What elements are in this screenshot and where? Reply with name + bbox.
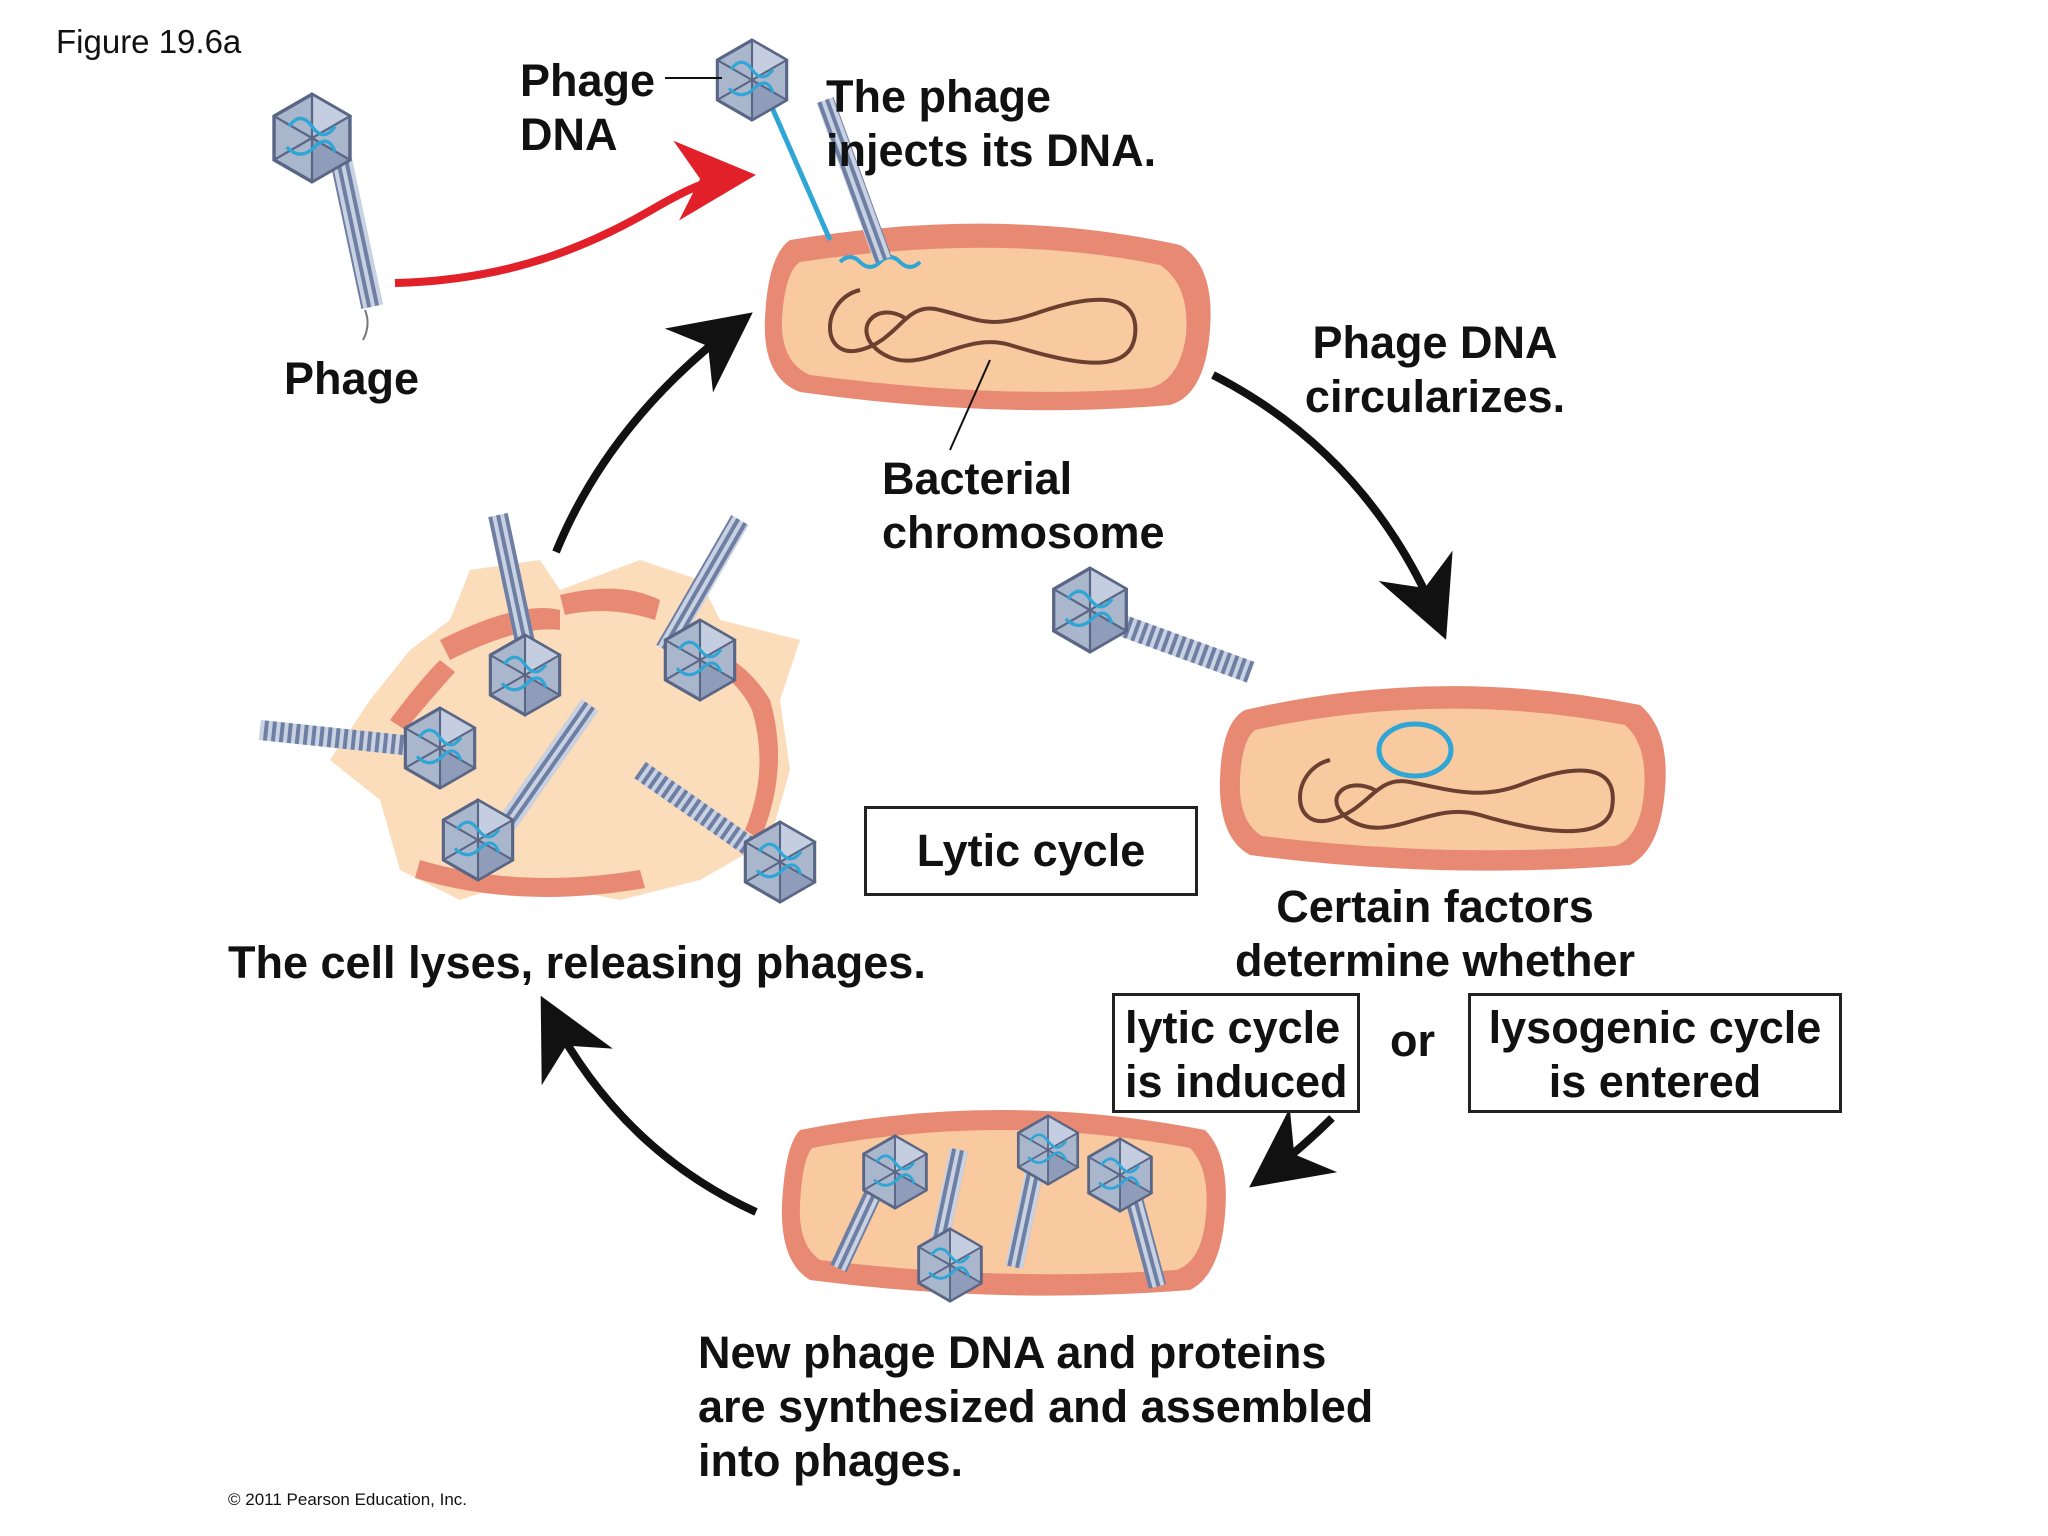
cell-lyses-label: The cell lyses, releasing phages. bbox=[228, 937, 926, 988]
cell-synthesis bbox=[781, 1110, 1226, 1303]
lytic-cycle-title: Lytic cycle bbox=[916, 825, 1146, 876]
figure-label: Figure 19.6a bbox=[56, 23, 242, 60]
phage-label: Phage bbox=[284, 353, 420, 404]
lytic-induced-box: lytic cycle is induced bbox=[1112, 993, 1360, 1113]
phage-free bbox=[272, 92, 383, 341]
phage-dna-label: Phage DNA bbox=[520, 55, 656, 160]
cell-lysed bbox=[258, 512, 817, 904]
bacterial-chromosome-label: Bacterial chromosome bbox=[882, 453, 1165, 558]
synthesized-label: New phage DNA and proteins are synthesiz… bbox=[698, 1327, 1374, 1486]
lytic-induced-text: lytic cycle is induced bbox=[1125, 1002, 1348, 1107]
arrow-synthesis-to-lysis bbox=[540, 995, 758, 1216]
certain-factors-label: Certain factors determine whether bbox=[1234, 881, 1636, 986]
phage-injecting bbox=[665, 38, 892, 263]
lytic-cycle-box: Lytic cycle bbox=[864, 806, 1198, 896]
inject-label: The phage injects its DNA. bbox=[826, 71, 1157, 176]
arrow-induced-to-synthesis bbox=[1249, 1107, 1338, 1188]
lysogenic-box: lysogenic cycle is entered bbox=[1468, 993, 1842, 1113]
red-arrow bbox=[394, 140, 756, 287]
or-label: or bbox=[1390, 1015, 1435, 1066]
phage-side bbox=[1052, 566, 1255, 683]
arrow-injection-to-circularize bbox=[1211, 371, 1453, 640]
lysogenic-text: lysogenic cycle is entered bbox=[1488, 1002, 1822, 1107]
copyright: © 2011 Pearson Education, Inc. bbox=[228, 1490, 468, 1509]
cell-injection bbox=[764, 223, 1211, 451]
cell-circularized bbox=[1219, 686, 1666, 871]
arrow-lysis-to-injection bbox=[552, 312, 753, 554]
circularizes-label: Phage DNA circularizes. bbox=[1304, 317, 1566, 422]
